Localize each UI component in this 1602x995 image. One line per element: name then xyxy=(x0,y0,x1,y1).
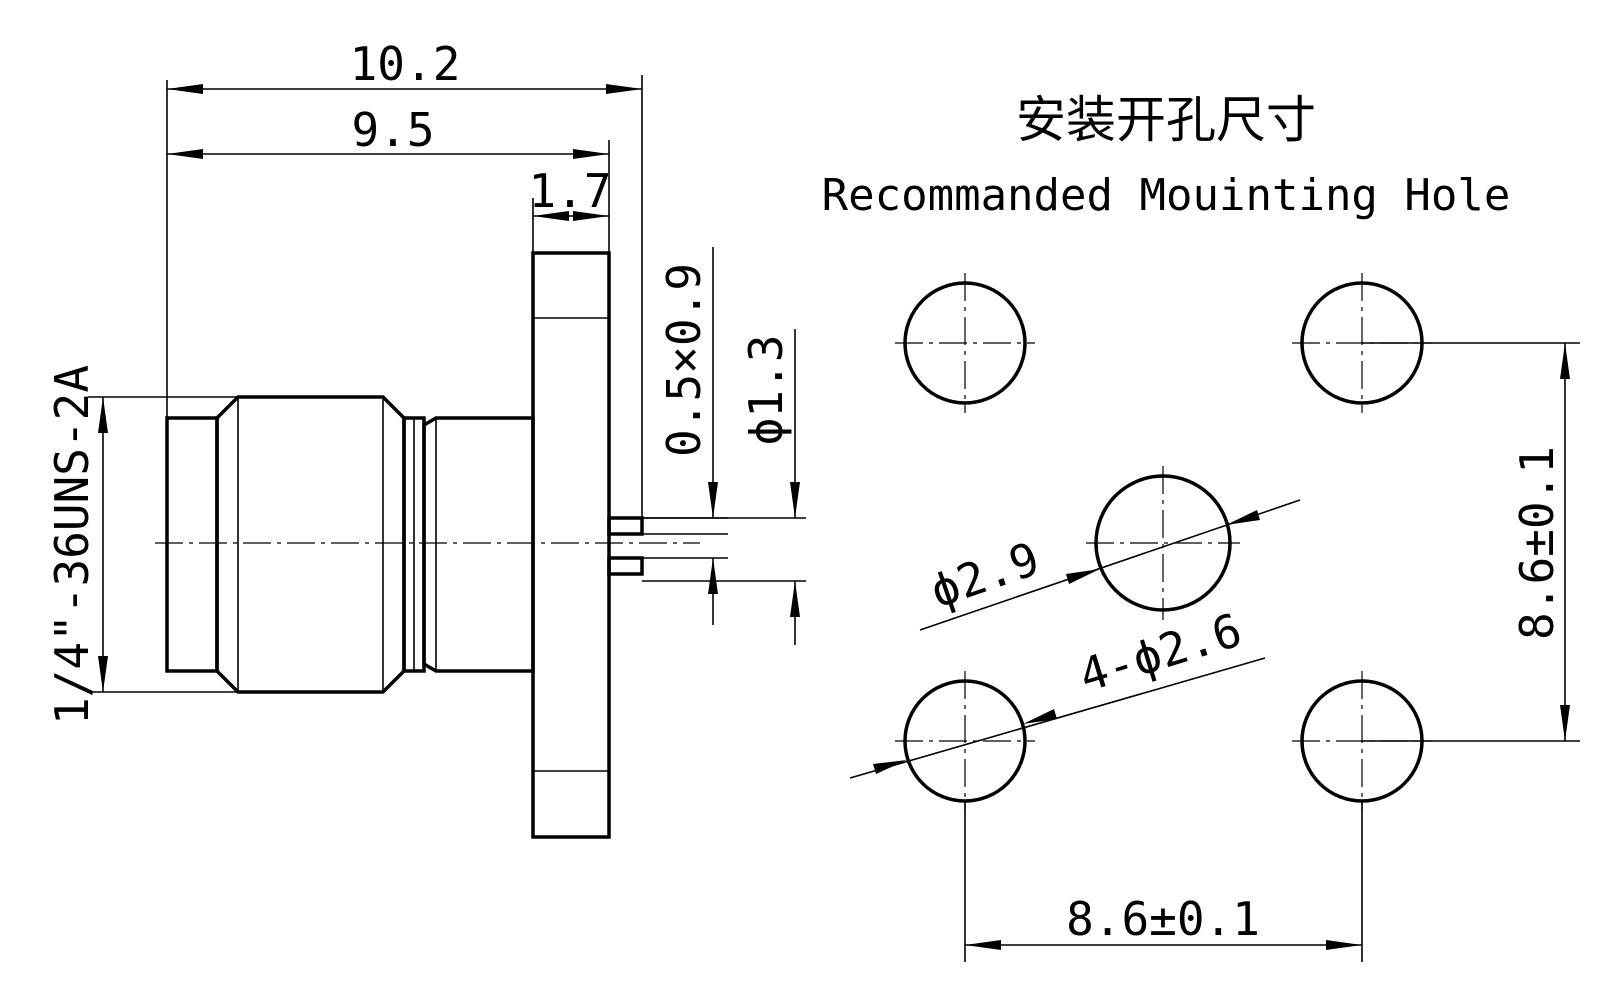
mounting-title-en: Recommanded Mouinting Hole xyxy=(822,170,1511,221)
dim-vertical-spacing: 8.6±0.1 xyxy=(1510,446,1564,640)
mounting-hole-pattern: 安装开孔尺寸 Recommanded Mouinting Hole ϕ2.9 4… xyxy=(822,91,1580,962)
mounting-title-cn: 安装开孔尺寸 xyxy=(1016,91,1316,149)
dim-overall-length: 10.2 xyxy=(350,37,461,91)
connector-side-view: 10.2 9.5 1.7 1/4"-36UNS-2A 0.5×0.9 xyxy=(45,37,806,839)
dim-pin-diameter: ϕ1.3 xyxy=(739,335,793,446)
dim-pin-size: 0.5×0.9 xyxy=(657,263,711,457)
dim-horizontal-spacing: 8.6±0.1 xyxy=(1066,892,1260,946)
dim-thread-spec: 1/4"-36UNS-2A xyxy=(45,365,99,725)
dim-body-length: 9.5 xyxy=(351,103,434,157)
dim-flange-thickness: 1.7 xyxy=(528,164,611,218)
dim-center-hole: ϕ2.9 xyxy=(924,531,1046,618)
